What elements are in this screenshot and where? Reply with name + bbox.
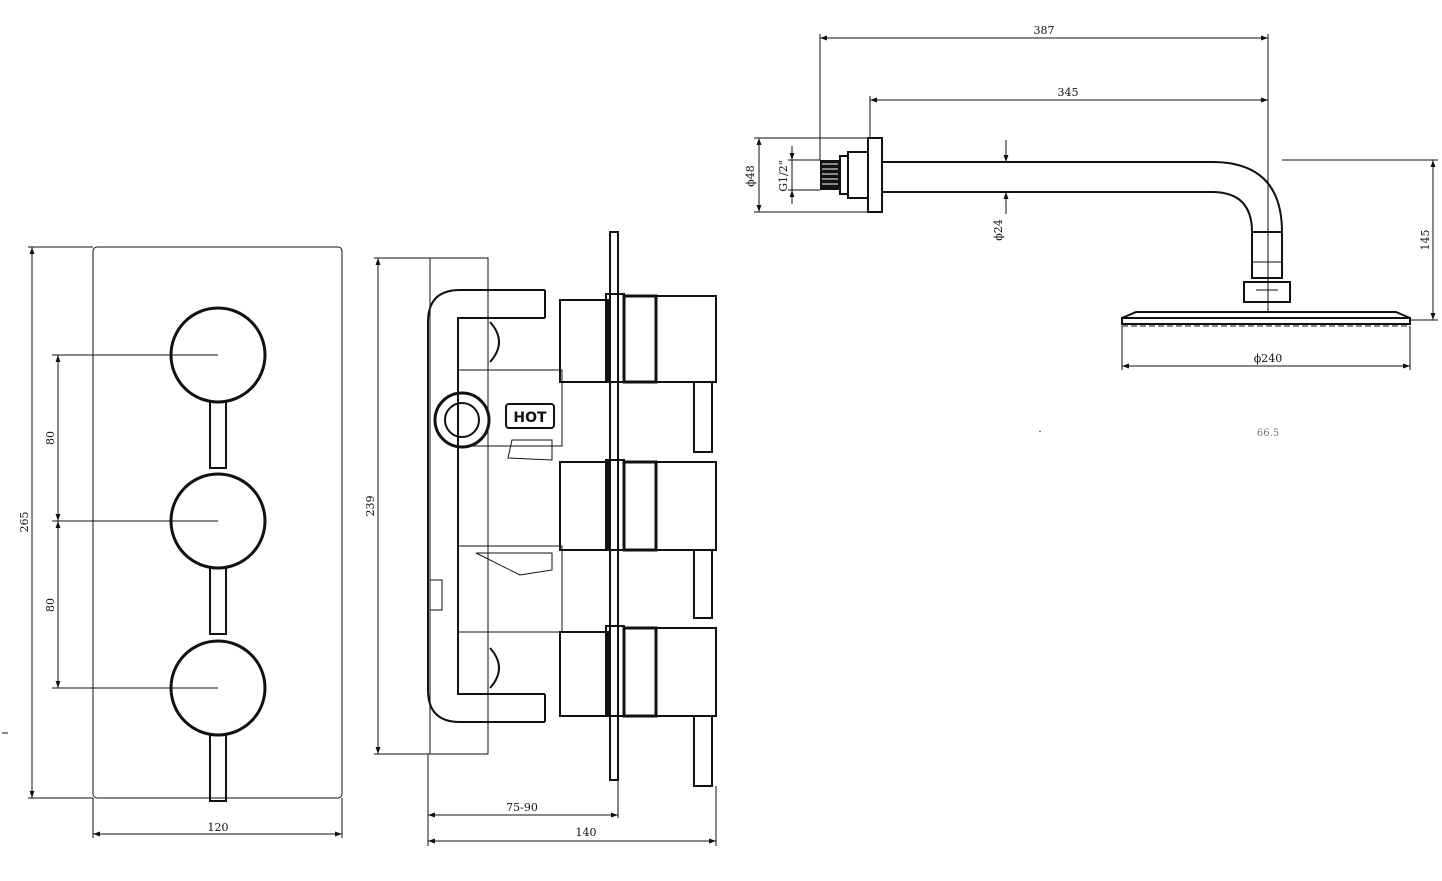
shower-arm-view: 387 345 ϕ48 G1/2" ϕ24 145 ϕ240 . 66.5	[744, 24, 1438, 439]
shower-head	[1121, 311, 1411, 327]
handle-bottom	[169, 639, 267, 802]
dim-pipe-dia: ϕ24	[992, 219, 1005, 241]
dim-drop: 145	[1419, 230, 1432, 251]
handle-top	[169, 306, 267, 469]
side-handle-middle	[605, 459, 717, 619]
side-handle-top	[605, 293, 717, 453]
hot-label: HOT	[505, 403, 555, 429]
dim-depth-total: 140	[576, 826, 597, 839]
dim-spacing-top: 80	[44, 431, 57, 445]
dim-plate-height: 265	[18, 512, 31, 533]
dim-depth-range: 75-90	[506, 801, 538, 814]
inlet-port	[433, 391, 491, 449]
handle-middle	[169, 472, 267, 635]
stray-text: 66.5	[1257, 428, 1279, 439]
dim-plate-width: 120	[208, 821, 229, 834]
dim-spacing-bottom: 80	[44, 598, 57, 612]
dim-arm-length: 345	[1058, 86, 1079, 99]
side-view: HOT 239	[364, 231, 717, 846]
side-handle-bottom	[605, 625, 717, 787]
stray-mark: .	[1038, 422, 1042, 435]
threaded-inlet	[820, 137, 883, 213]
dim-flange-dia: ϕ48	[744, 165, 757, 187]
valve-plate	[92, 246, 343, 799]
front-view: 80 80 265 120	[2, 246, 343, 838]
dim-body-height: 239	[364, 496, 377, 517]
dim-head-dia: ϕ240	[1254, 352, 1283, 365]
dim-total-length: 387	[1034, 24, 1055, 37]
dim-thread: G1/2"	[777, 160, 790, 192]
wall-plate-edge	[609, 231, 619, 781]
svg-text:HOT: HOT	[513, 410, 547, 426]
